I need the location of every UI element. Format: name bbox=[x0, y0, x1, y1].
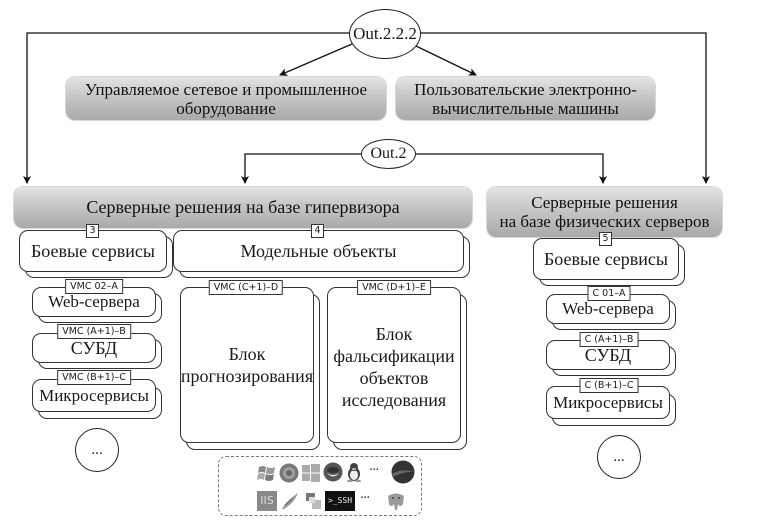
hypervisor-solutions-header[interactable]: Серверные решения на базе гипервизора bbox=[14, 187, 472, 228]
falsification-block-line3: объектов bbox=[359, 368, 429, 388]
out-2-node[interactable]: Out.2 bbox=[361, 139, 416, 169]
falsification-block[interactable]: Блок фальсификации объектов исследования bbox=[327, 287, 467, 450]
iis-label: IIS bbox=[260, 494, 274, 507]
hypervisor-service-web-tag: VMC 02–A bbox=[65, 279, 123, 294]
physical-service-web[interactable]: Web-сервера bbox=[546, 294, 676, 330]
physical-combat-number: 5 bbox=[599, 232, 612, 246]
linux-tux-icon bbox=[344, 462, 364, 483]
physical-service-microservices-tag: C (B+1)–C bbox=[579, 378, 639, 393]
hypervisor-service-microservices[interactable]: Микросервисы bbox=[32, 379, 162, 419]
out-2-2-2-node[interactable]: Out.2.2.2 bbox=[349, 9, 421, 59]
hypervisor-service-microservices-tag: VMC (B+1)–C bbox=[57, 370, 131, 385]
forecasting-block-tag: VMC (C+1)–D bbox=[208, 280, 284, 295]
user-computers-box[interactable]: Пользовательские электронно- вычислитель… bbox=[396, 77, 655, 120]
hypervisor-combat-number: 3 bbox=[86, 224, 99, 238]
windows-server-icon bbox=[303, 491, 323, 511]
hypervisor-service-dbms-tag: VMC (A+1)–B bbox=[57, 324, 131, 339]
windows-7-icon bbox=[279, 463, 299, 483]
row2-ellipsis: ··· bbox=[360, 491, 370, 506]
iis-icon: IIS bbox=[257, 491, 277, 511]
physical-more-services[interactable]: ... bbox=[597, 435, 641, 479]
falsification-block-tag: VMC (D+1)–E bbox=[357, 280, 431, 295]
falsification-block-line1: Блок bbox=[375, 324, 413, 344]
hypervisor-more-services[interactable]: ... bbox=[75, 428, 119, 472]
arrow-out2-hypervisor bbox=[241, 150, 368, 184]
arrow-out222-network bbox=[279, 37, 361, 76]
physical-solutions-header[interactable]: Серверные решения на базе физических сер… bbox=[487, 187, 722, 237]
falsification-block-line4: исследования bbox=[341, 390, 447, 410]
model-objects-number: 4 bbox=[311, 224, 324, 238]
user-computers-line1: Пользовательские электронно- bbox=[414, 79, 637, 99]
arrow-out2-physical bbox=[409, 150, 607, 184]
forecasting-block-line1: Блок bbox=[228, 344, 266, 364]
network-equipment-box[interactable]: Управляемое сетевое и промышленное обору… bbox=[66, 77, 386, 120]
macos-icon bbox=[391, 460, 415, 484]
software-tools-panel: ··· IIS >_SSH ··· bbox=[218, 456, 422, 516]
forecasting-block[interactable]: Блок прогнозирования bbox=[180, 287, 320, 450]
windows-xp-icon bbox=[257, 463, 277, 483]
ssh-label: >_SSH bbox=[327, 496, 353, 505]
forecasting-block-line2: прогнозирования bbox=[180, 366, 314, 386]
user-computers-line2: вычислительные машины bbox=[432, 98, 619, 118]
windows-10-icon bbox=[301, 463, 321, 483]
physical-solutions-line1: Серверные решения bbox=[531, 193, 678, 212]
physical-solutions-line2: на базе физических серверов bbox=[499, 212, 710, 231]
physical-service-web-tag: C 01–A bbox=[587, 286, 631, 301]
redhat-icon bbox=[323, 462, 343, 482]
network-equipment-line1: Управляемое сетевое и промышленное bbox=[84, 79, 368, 99]
physical-service-dbms-label: СУБД bbox=[546, 340, 670, 370]
postgresql-elephant-icon bbox=[385, 490, 407, 512]
ssh-icon: >_SSH bbox=[325, 491, 355, 511]
row1-ellipsis: ··· bbox=[369, 463, 379, 478]
arrow-out222-users bbox=[407, 39, 477, 76]
hypervisor-service-dbms[interactable]: СУБД bbox=[32, 333, 162, 369]
network-equipment-line2: оборудование bbox=[176, 98, 276, 118]
falsification-block-line2: фальсификации bbox=[333, 346, 455, 366]
hypervisor-service-dbms-label: СУБД bbox=[32, 333, 156, 363]
physical-combat-services-card[interactable]: Боевые сервисы bbox=[533, 238, 685, 286]
physical-service-dbms[interactable]: СУБД bbox=[546, 340, 676, 376]
physical-service-dbms-tag: C (A+1)–B bbox=[579, 332, 639, 347]
apache-feather-icon bbox=[280, 491, 300, 511]
